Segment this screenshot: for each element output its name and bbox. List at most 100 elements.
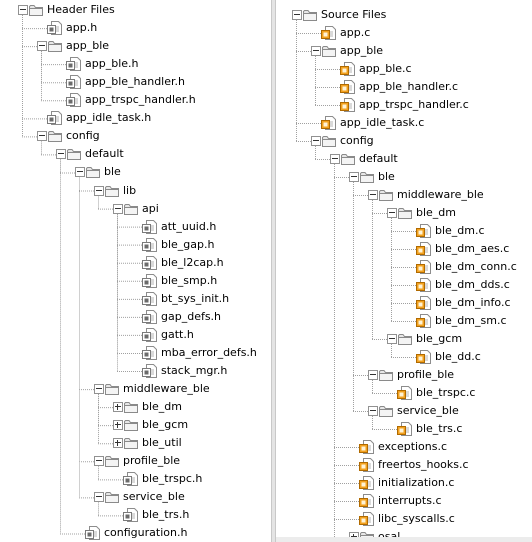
tree-item-label: bt_sys_init.h — [161, 291, 230, 305]
collapse-icon[interactable] — [387, 208, 397, 218]
collapse-icon[interactable] — [292, 10, 302, 20]
collapse-icon[interactable] — [311, 136, 321, 146]
collapse-icon[interactable] — [94, 384, 104, 395]
tree-folder-api[interactable]: api — [0, 200, 271, 218]
tree-folder-app-ble[interactable]: app_ble — [276, 42, 532, 60]
source-files-tree[interactable]: Source Files app.c app_ble app_ble.c app… — [276, 0, 532, 542]
tree-file-ble-gap-h[interactable]: ble_gap.h — [0, 236, 271, 254]
tree-file-exceptions-c[interactable]: exceptions.c — [276, 438, 532, 456]
tree-file-ble-dd-c[interactable]: ble_dd.c — [276, 348, 532, 366]
tree-file-ble-dm-aes-c[interactable]: ble_dm_aes.c — [276, 240, 532, 258]
tree-file-ble-dm-c[interactable]: ble_dm.c — [276, 222, 532, 240]
tree-file-gatt-h[interactable]: gatt.h — [0, 326, 271, 344]
folder-icon — [104, 490, 120, 504]
collapse-icon[interactable] — [349, 172, 359, 182]
tree-file-app-ble-c[interactable]: app_ble.c — [276, 60, 532, 78]
tree-folder-default[interactable]: default — [276, 150, 532, 168]
header-file-icon — [142, 255, 158, 270]
expand-icon[interactable] — [113, 420, 123, 431]
tree-item-label: ble_gap.h — [161, 237, 215, 251]
collapse-icon[interactable] — [94, 185, 104, 196]
collapse-icon[interactable] — [368, 370, 378, 380]
collapse-icon[interactable] — [368, 190, 378, 200]
tree-item-label: stack_mgr.h — [161, 364, 228, 377]
tree-folder-ble-gcm[interactable]: ble_gcm — [276, 330, 532, 348]
tree-file-ble-dm-sm-c[interactable]: ble_dm_sm.c — [276, 312, 532, 330]
tree-file-ble-dm-info-c[interactable]: ble_dm_info.c — [276, 294, 532, 312]
tree-folder-ble-dm[interactable]: ble_dm — [276, 204, 532, 222]
collapse-icon[interactable] — [330, 154, 340, 164]
tree-file-app-c[interactable]: app.c — [276, 24, 532, 42]
collapse-icon[interactable] — [94, 456, 104, 467]
tree-file-app-idle-task-h[interactable]: app_idle_task.h — [0, 109, 271, 127]
tree-file-ble-smp-h[interactable]: ble_smp.h — [0, 272, 271, 290]
tree-folder-middleware-ble[interactable]: middleware_ble — [276, 186, 532, 204]
tree-file-interrupts-c[interactable]: interrupts.c — [276, 492, 532, 510]
tree-file-libc-syscalls-c[interactable]: libc_syscalls.c — [276, 510, 532, 528]
c-source-file-icon — [416, 296, 432, 310]
tree-file-ble-dm-conn-c[interactable]: ble_dm_conn.c — [276, 258, 532, 276]
collapse-icon[interactable] — [37, 131, 47, 142]
tree-folder-middleware-ble[interactable]: middleware_ble — [0, 380, 271, 398]
collapse-icon[interactable] — [18, 5, 28, 15]
tree-file-app-ble-h[interactable]: app_ble.h — [0, 55, 271, 73]
collapse-icon[interactable] — [75, 167, 85, 178]
header-file-icon — [85, 526, 101, 541]
tree-file-stack-mgr-h[interactable]: stack_mgr.h — [0, 362, 271, 380]
tree-file-ble-trs-h[interactable]: ble_trs.h — [0, 506, 271, 524]
tree-item-label: ble_dm_dds.c — [435, 278, 510, 291]
tree-file-ble-l2cap-h[interactable]: ble_l2cap.h — [0, 254, 271, 272]
tree-folder-profile-ble[interactable]: profile_ble — [0, 452, 271, 470]
tree-file-app-idle-task-c[interactable]: app_idle_task.c — [276, 114, 532, 132]
tree-file-configuration-h[interactable]: configuration.h — [0, 524, 271, 542]
tree-file-app-h[interactable]: app.h — [0, 19, 271, 37]
tree-folder-config[interactable]: config — [0, 127, 271, 145]
tree-folder-default[interactable]: default — [0, 145, 271, 163]
tree-folder-ble[interactable]: ble — [0, 163, 271, 181]
tree-folder-header-files[interactable]: Header Files — [0, 1, 271, 19]
folder-icon — [123, 400, 139, 414]
tree-folder-ble-gcm[interactable]: ble_gcm — [0, 416, 271, 434]
tree-file-freertos-hooks-c[interactable]: freertos_hooks.c — [276, 456, 532, 474]
expand-icon[interactable] — [113, 402, 123, 413]
tree-file-app-ble-handler-c[interactable]: app_ble_handler.c — [276, 78, 532, 96]
horizontal-scrollbar[interactable] — [276, 537, 532, 542]
header-files-tree[interactable]: Header Files app.h app_ble app_ble.h app… — [0, 0, 271, 542]
tree-item-label: service_ble — [397, 404, 459, 417]
tree-folder-lib[interactable]: lib — [0, 182, 271, 200]
tree-file-bt-sys-init-h[interactable]: bt_sys_init.h — [0, 290, 271, 308]
tree-file-mba-error-defs-h[interactable]: mba_error_defs.h — [0, 344, 271, 362]
tree-folder-ble[interactable]: ble — [276, 168, 532, 186]
expand-icon[interactable] — [113, 438, 123, 449]
tree-file-ble-trspc-c[interactable]: ble_trspc.c — [276, 384, 532, 402]
tree-file-app-ble-handler-h[interactable]: app_ble_handler.h — [0, 73, 271, 91]
tree-folder-config[interactable]: config — [276, 132, 532, 150]
tree-file-app-trspc-handler-h[interactable]: app_trspc_handler.h — [0, 91, 271, 109]
tree-folder-service-ble[interactable]: service_ble — [0, 488, 271, 506]
collapse-icon[interactable] — [311, 46, 321, 56]
tree-file-initialization-c[interactable]: initialization.c — [276, 474, 532, 492]
tree-item-label: ble_dm_conn.c — [435, 260, 517, 273]
tree-file-att-uuid-h[interactable]: att_uuid.h — [0, 218, 271, 236]
tree-folder-source-files[interactable]: Source Files — [276, 6, 532, 24]
tree-folder-app-ble[interactable]: app_ble — [0, 37, 271, 55]
collapse-icon[interactable] — [56, 149, 66, 160]
pane-splitter[interactable] — [271, 0, 276, 542]
tree-file-app-trspc-handler-c[interactable]: app_trspc_handler.c — [276, 96, 532, 114]
tree-file-ble-dm-dds-c[interactable]: ble_dm_dds.c — [276, 276, 532, 294]
tree-folder-service-ble[interactable]: service_ble — [276, 402, 532, 420]
tree-file-gap-defs-h[interactable]: gap_defs.h — [0, 308, 271, 326]
tree-file-ble-trs-c[interactable]: ble_trs.c — [276, 420, 532, 438]
c-source-file-icon — [416, 350, 432, 364]
tree-item-label: initialization.c — [378, 476, 455, 489]
collapse-icon[interactable] — [94, 492, 104, 503]
tree-file-ble-trspc-h[interactable]: ble_trspc.h — [0, 470, 271, 488]
tree-folder-ble-util[interactable]: ble_util — [0, 434, 271, 452]
tree-folder-ble-dm[interactable]: ble_dm — [0, 398, 271, 416]
header-file-icon — [142, 364, 158, 378]
collapse-icon[interactable] — [368, 406, 378, 416]
collapse-icon[interactable] — [387, 334, 397, 344]
collapse-icon[interactable] — [113, 203, 123, 214]
tree-folder-profile-ble[interactable]: profile_ble — [276, 366, 532, 384]
collapse-icon[interactable] — [37, 41, 47, 52]
